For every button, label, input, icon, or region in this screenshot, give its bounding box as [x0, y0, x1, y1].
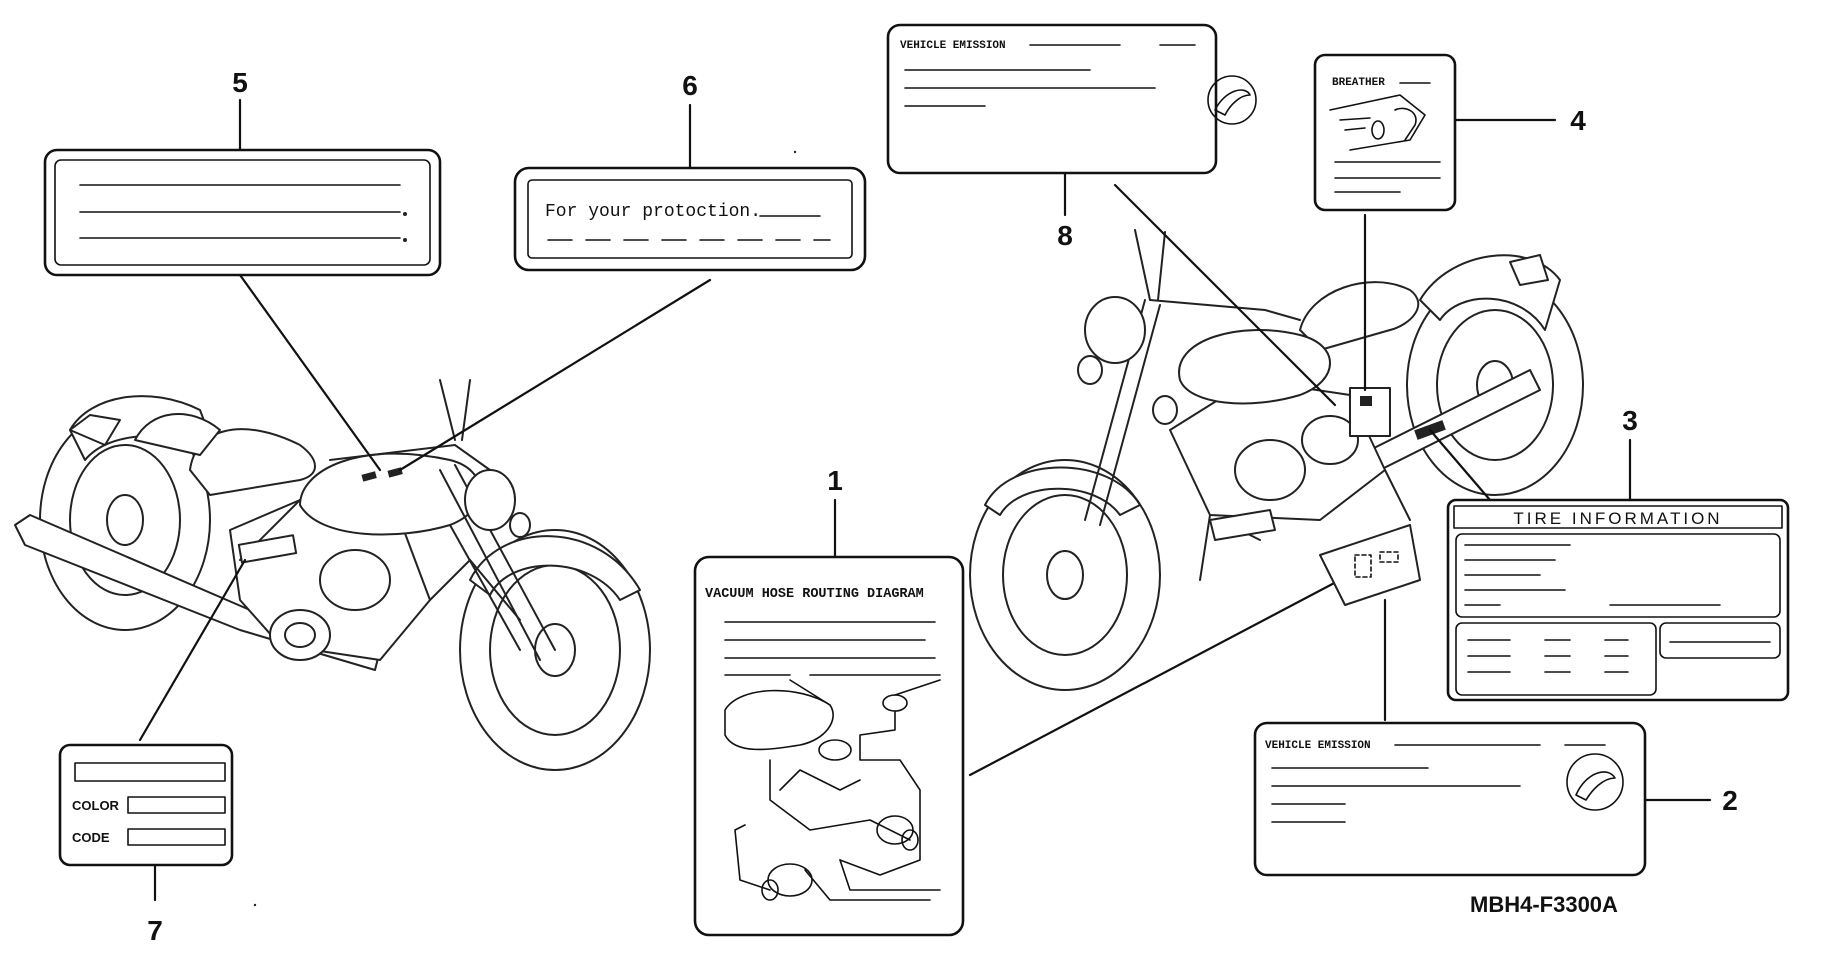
emission-title-top: VEHICLE EMISSION [900, 40, 1006, 52]
callout-8: 8 [1057, 220, 1073, 251]
label-2-vehicle-emission: VEHICLE EMISSION [1253, 721, 1647, 877]
motorcycle-right-view [969, 229, 1584, 691]
callout-5: 5 [232, 67, 248, 98]
color-text: COLOR [72, 798, 120, 813]
code-text: CODE [72, 830, 110, 845]
vacuum-title: VACUUM HOSE ROUTING DIAGRAM [705, 587, 924, 602]
emission-sticker-shape [1319, 524, 1421, 606]
callout-3: 3 [1622, 405, 1638, 436]
callout-4: 4 [1570, 105, 1586, 136]
label-4-breather: BREATHER [1313, 53, 1457, 212]
emission-title: VEHICLE EMISSION [1265, 740, 1371, 752]
leader-lines [138, 183, 1492, 777]
label-3-tire-information: TIRE INFORMATION [1446, 498, 1790, 702]
label-6-protection: For your protoction. [513, 166, 867, 272]
diagram-code: MBH4-F3300A [1470, 892, 1618, 917]
breather-title: BREATHER [1332, 77, 1385, 89]
motorcycle-left-view [14, 379, 651, 771]
tire-title: TIRE INFORMATION [1513, 509, 1722, 528]
label-8-vehicle-emission-top: VEHICLE EMISSION [886, 23, 1257, 175]
callout-6: 6 [682, 70, 698, 101]
callout-2: 2 [1722, 785, 1738, 816]
honda-wing-logo [1214, 89, 1251, 116]
callout-7: 7 [147, 915, 163, 946]
label-5-warning [43, 148, 442, 277]
callout-1: 1 [827, 465, 843, 496]
hand-breather-illustration [1329, 94, 1426, 151]
protection-text: For your protoction. [545, 202, 761, 222]
label-7-color-code: COLOR CODE [58, 743, 234, 867]
label-1-vacuum-hose: VACUUM HOSE ROUTING DIAGRAM [693, 555, 965, 937]
honda-wing-logo [1575, 771, 1616, 801]
